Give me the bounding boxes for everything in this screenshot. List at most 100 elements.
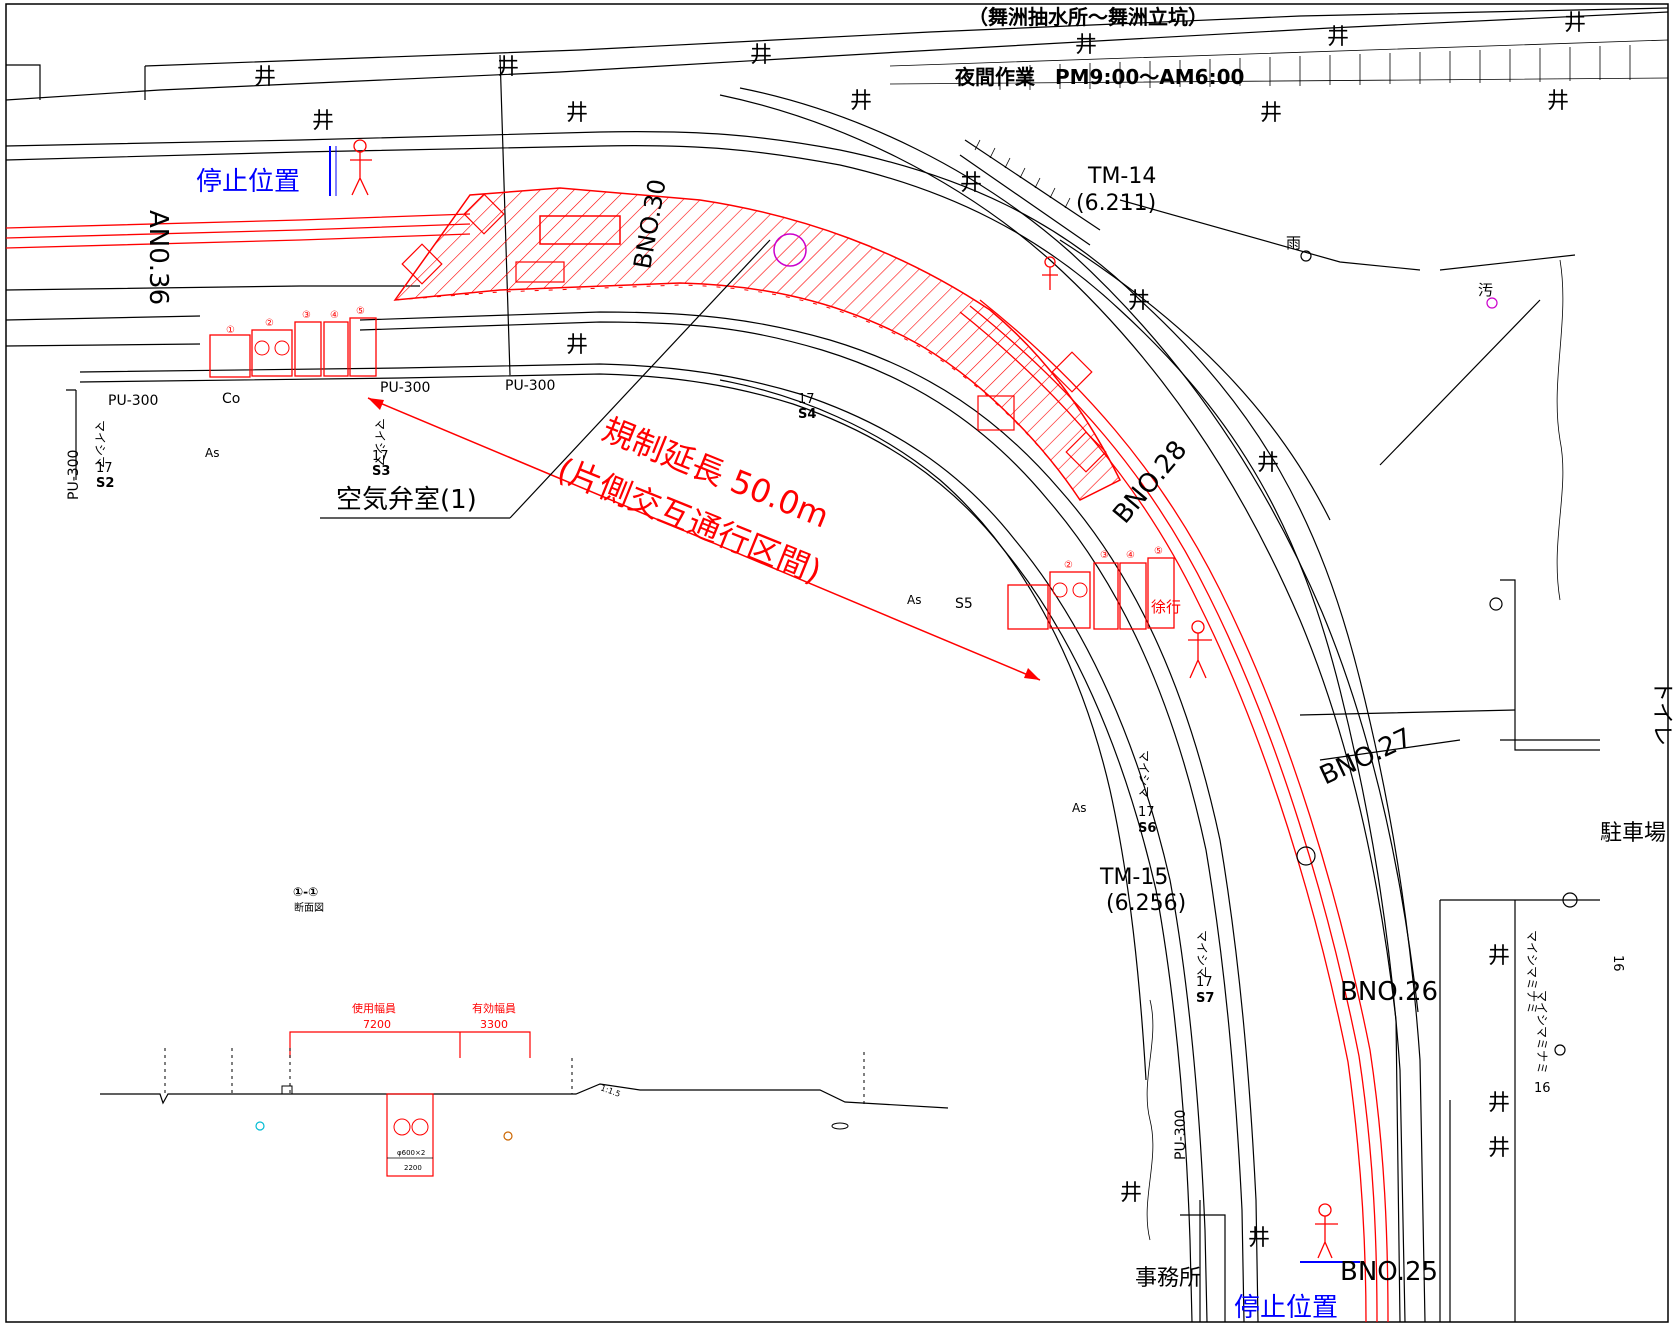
street-s3-no: 17	[372, 449, 389, 464]
street-s4-id: S4	[798, 407, 816, 422]
pipe-as-b: As	[907, 593, 921, 607]
circle-num-1: ①	[226, 325, 235, 336]
drawing-frame	[5, 3, 1669, 1323]
circle-num-r3: ③	[1100, 550, 1109, 561]
svg-text:井: 井	[1547, 89, 1569, 114]
pipe-pu300-c: PU-300	[505, 378, 555, 394]
street-s6-id: S6	[1138, 821, 1156, 836]
stop-position-top: 停止位置	[196, 167, 300, 197]
svg-text:井: 井	[312, 109, 334, 134]
labels: （舞洲抽水所～舞洲立坑） 夜間作業 PM9:00～AM6:00 AN0.36 B…	[66, 5, 1673, 1291]
section-subtitle: 断面図	[294, 901, 324, 914]
restriction-length-arrow: 規制延長 50.0m (片側交互通行区間)	[367, 397, 1041, 681]
section-title: ①-①	[293, 885, 318, 899]
svg-text:井: 井	[1327, 25, 1349, 50]
utility-symbols	[1296, 250, 1578, 1056]
street-s2-id: S2	[96, 476, 114, 491]
street-s6-no: 17	[1138, 805, 1155, 820]
pipe-pu300-d: PU-300	[1173, 1110, 1189, 1160]
office-label: 事務所	[1135, 1266, 1201, 1291]
cross-section: ①-① 断面図 使用幅員 7200 有効幅員 3300 φ600×2 2200 …	[100, 885, 949, 1177]
street-s3-name: マイシマ	[373, 418, 387, 466]
used-width-value: 7200	[363, 1018, 391, 1031]
pipe-spec: φ600×2	[397, 1149, 425, 1157]
svg-text:井: 井	[1075, 33, 1097, 58]
restriction-zone	[5, 187, 1389, 1323]
svg-text:井: 井	[1488, 1136, 1510, 1161]
used-width-label: 使用幅員	[352, 1002, 396, 1015]
svg-text:井: 井	[1120, 1181, 1142, 1206]
station-bno26: BNO.26	[1340, 977, 1438, 1007]
sewage-label: 汚	[1478, 281, 1493, 299]
tm14-value: (6.211)	[1076, 191, 1156, 216]
circle-num-2: ②	[265, 318, 274, 329]
circle-num-r4: ④	[1126, 550, 1135, 561]
street-s2-no: 17	[96, 461, 113, 476]
svg-text:井: 井	[1488, 1091, 1510, 1116]
circle-num-4: ④	[330, 310, 339, 321]
street-s5-id: S5	[955, 596, 973, 612]
route-title: （舞洲抽水所～舞洲立坑）	[968, 5, 1208, 29]
pipe-co: Co	[222, 391, 240, 407]
circle-num-3: ③	[302, 310, 311, 321]
street-right-upper-no: 16	[1610, 955, 1625, 972]
air-valve-label: 空気弁室(1)	[336, 485, 477, 515]
svg-text:井: 井	[750, 43, 772, 68]
station-bno25: BNO.25	[1340, 1257, 1438, 1287]
toilet-label: トイレ	[1649, 680, 1673, 746]
circle-num-5: ⑤	[356, 306, 365, 317]
circle-num-r2: ②	[1064, 560, 1073, 571]
svg-text:井: 井	[254, 65, 276, 90]
street-right-upper: マイシマミナミ	[1525, 930, 1539, 1014]
street-s7-name: マイシマ	[1195, 930, 1209, 978]
flagman-icon	[350, 139, 1338, 1259]
stop-markers: 停止位置 停止位置	[196, 146, 1360, 1323]
stop-position-bottom: 停止位置	[1234, 1293, 1338, 1323]
street-s4-no: 17	[798, 392, 815, 407]
tm15-label: TM-15	[1099, 865, 1168, 890]
svg-text:井: 井	[566, 101, 588, 126]
street-s7-no: 17	[1196, 975, 1213, 990]
street-s2-name: マイシマ	[93, 420, 107, 468]
svg-text:井: 井	[850, 89, 872, 114]
station-bno28: BNO.28	[1107, 435, 1193, 529]
svg-text:井: 井	[1257, 451, 1279, 476]
pipe-pu300-e: PU-300	[66, 450, 82, 500]
pipe-as-a: As	[205, 446, 219, 460]
tm14-label: TM-14	[1087, 164, 1156, 189]
svg-text:井: 井	[1564, 11, 1586, 36]
rain-label: 雨	[1286, 234, 1301, 252]
svg-text:井: 井	[960, 171, 982, 196]
svg-text:井: 井	[497, 55, 519, 80]
street-right-lower: マイシマミナミ	[1535, 990, 1549, 1074]
svg-text:井: 井	[1260, 101, 1282, 126]
pipe-pu300-a: PU-300	[108, 393, 158, 409]
station-an036: AN0.36	[143, 210, 173, 305]
street-s7-id: S7	[1196, 991, 1214, 1006]
work-hours: 夜間作業 PM9:00～AM6:00	[954, 65, 1244, 89]
parking-label: 駐車場	[1600, 821, 1666, 846]
effective-width-value: 3300	[480, 1018, 508, 1031]
effective-width-label: 有効幅員	[472, 1001, 516, 1015]
slope-label: 1:1.5	[599, 1083, 621, 1098]
sign-panels-left: ① ② ③ ④ ⑤	[209, 306, 377, 378]
svg-text:井: 井	[566, 333, 588, 358]
manhole-symbols: 井 井 井 井 井 井 井 井 井 井 井 井 井 井 井 井 井 井 井 井	[254, 11, 1586, 1251]
svg-text:井: 井	[1128, 289, 1150, 314]
pipe-as-c: As	[1072, 801, 1086, 815]
svg-text:井: 井	[1248, 1226, 1270, 1251]
station-bno27: BNO.27	[1315, 723, 1417, 792]
circle-num-r5: ⑤	[1154, 546, 1163, 557]
street-s6-name: マイシマ	[1137, 750, 1151, 798]
road-lines	[5, 7, 1669, 1323]
slow-sign: 徐行	[1151, 598, 1181, 616]
pipe-pu300-b: PU-300	[380, 380, 430, 396]
sign-panels-right: 徐行 ② ③ ④ ⑤	[1007, 546, 1181, 630]
street-s3-id: S3	[372, 464, 390, 479]
tm15-value: (6.256)	[1106, 891, 1186, 916]
street-right-lower-no: 16	[1534, 1081, 1551, 1096]
pipe-width: 2200	[404, 1164, 422, 1172]
svg-text:井: 井	[1488, 944, 1510, 969]
